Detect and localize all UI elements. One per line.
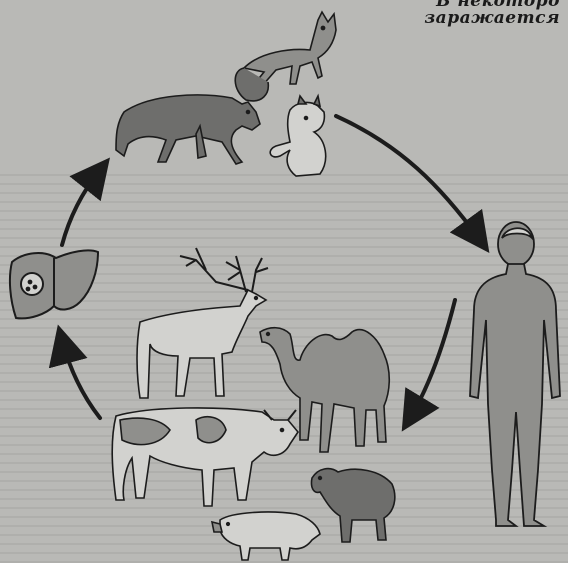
fox-icon xyxy=(235,12,336,101)
dog-icon xyxy=(270,96,325,176)
wolf-icon xyxy=(116,95,260,164)
caption-line-2: заражается xyxy=(424,10,560,27)
caption: В некоторо заражается xyxy=(424,0,560,27)
cyst-icon xyxy=(21,273,43,295)
